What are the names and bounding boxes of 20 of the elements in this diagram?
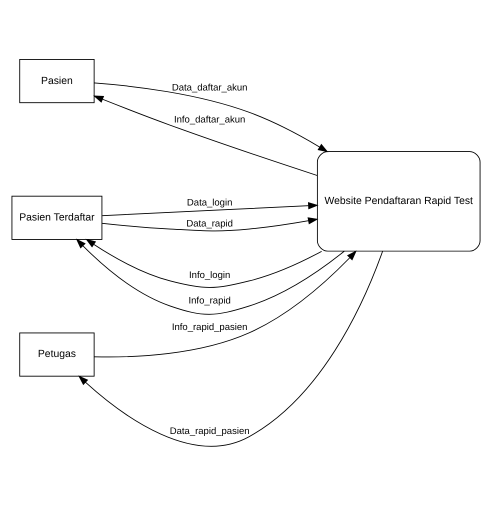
arrow xyxy=(102,217,318,232)
node-box: Petugas xyxy=(19,332,95,377)
arrow xyxy=(94,250,357,358)
arrow xyxy=(85,238,322,288)
arrow xyxy=(94,82,328,152)
edge-label: Data_rapid_pasien xyxy=(170,426,250,437)
edge-label: Info_daftar_akun xyxy=(174,114,246,126)
arrow xyxy=(78,250,384,446)
arrow xyxy=(76,238,345,315)
node-box: Pasien Terdaftar xyxy=(12,196,102,240)
edge-label: Data_rapid xyxy=(186,218,233,230)
edge-label: Data_login xyxy=(186,198,232,209)
arrow xyxy=(102,202,319,216)
edge-label: Info_rapid_pasien xyxy=(172,322,248,334)
edge-label: Info_rapid xyxy=(188,295,231,306)
edge-label: Info_login xyxy=(189,270,230,282)
edge-label: Data_daftar_akun xyxy=(172,82,248,94)
node-box: Pasien xyxy=(19,59,95,104)
arrow xyxy=(93,95,318,176)
node-box: Website Pendaftaran Rapid Test xyxy=(316,151,480,252)
